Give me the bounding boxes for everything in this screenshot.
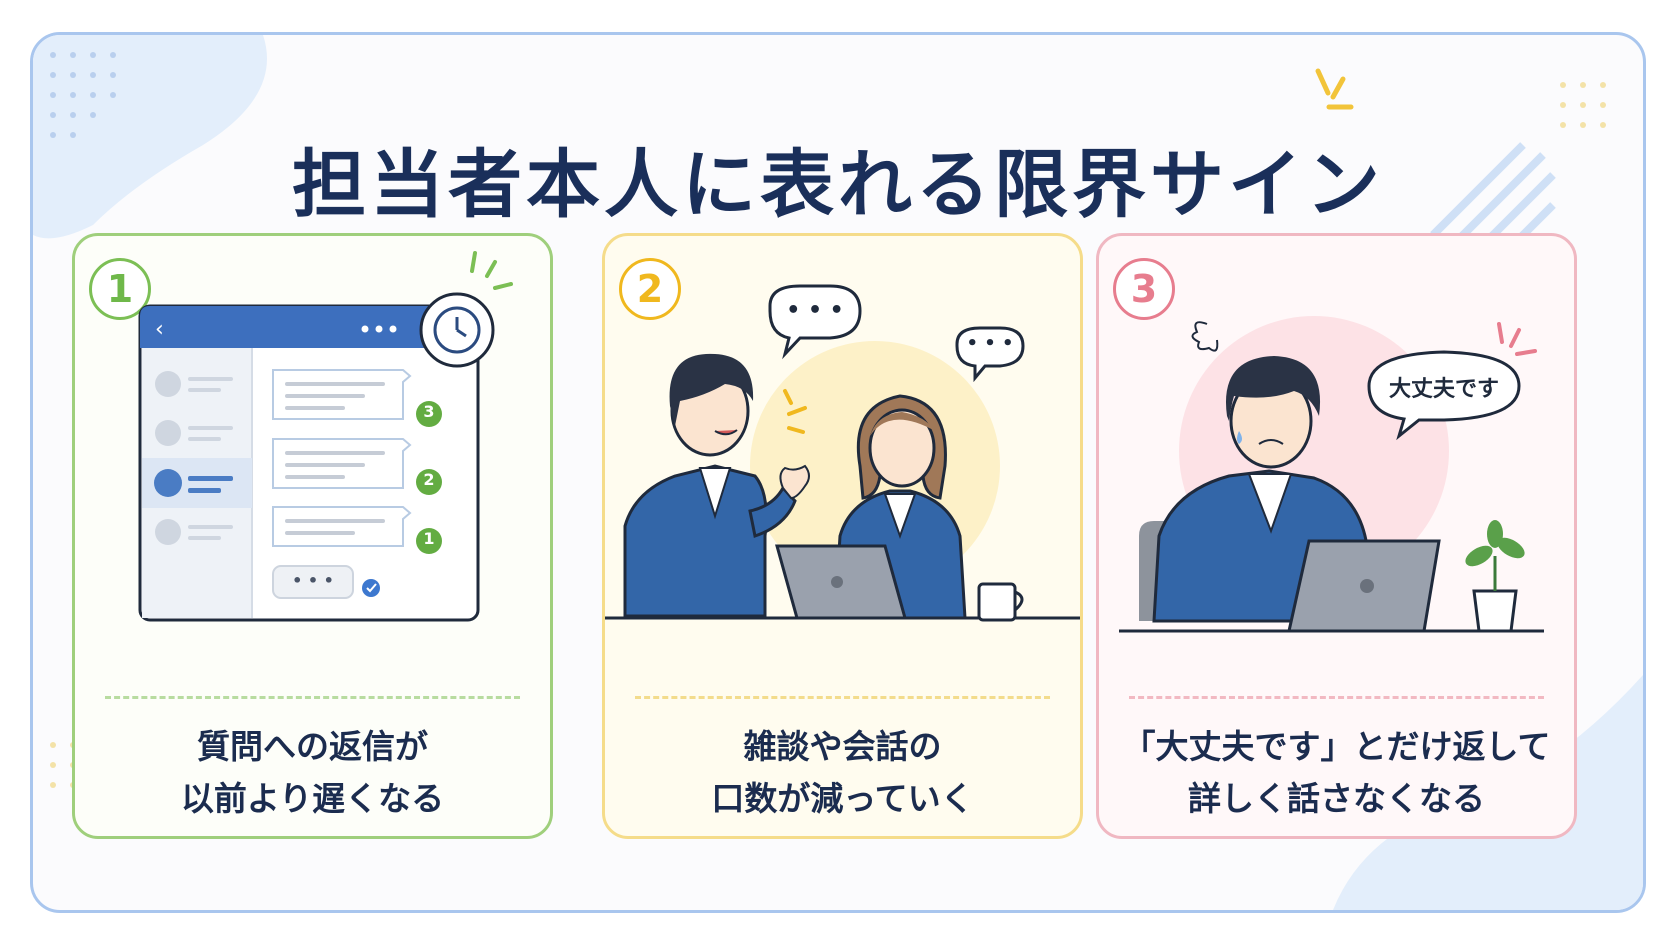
caption-line-2: 以前より遅くなる: [180, 779, 445, 818]
caption-line-1: 雑談や会話の: [743, 727, 942, 766]
card-less-chat: 2 • • • • • • 雑談や会話の 口数が減: [602, 233, 1083, 839]
badge-two: 2: [423, 470, 435, 489]
card-im-fine: 3 大丈夫です 「大丈夫です」とだけ返して 詳しく話さなくなる: [1096, 233, 1577, 839]
card-number-badge: 3: [1113, 258, 1175, 320]
chat-app-window-icon: ‹: [138, 251, 513, 622]
typing-indicator: • • •: [292, 571, 334, 590]
card-divider: [635, 696, 1050, 699]
coworkers-conversation-illustration: [605, 284, 1080, 622]
svg-text:‹: ‹: [155, 317, 164, 342]
speech-bubble-text: 大丈夫です: [1388, 377, 1499, 402]
badge-one: 1: [423, 529, 435, 548]
card-reply-delay: 1 ‹: [72, 233, 553, 839]
speech-bubble-dots-2: • • •: [966, 333, 1014, 354]
card-caption: 「大丈夫です」とだけ返して 詳しく話さなくなる: [1109, 721, 1564, 825]
card-divider: [1129, 696, 1544, 699]
caption-line-2: 口数が減っていく: [711, 779, 974, 818]
page-title: 担当者本人に表れる限界サイン: [292, 142, 1384, 228]
card-caption: 質問への返信が 以前より遅くなる: [85, 721, 540, 825]
badge-three: 3: [423, 402, 435, 421]
caption-line-1: 「大丈夫です」とだけ返して: [1122, 727, 1551, 766]
card-number-badge: 2: [619, 258, 681, 320]
speech-bubble-dots: • • •: [786, 298, 844, 323]
card-caption: 雑談や会話の 口数が減っていく: [615, 721, 1070, 825]
caption-line-2: 詳しく話さなくなる: [1188, 779, 1485, 818]
caption-line-1: 質問への返信が: [197, 727, 428, 766]
stressed-worker-illustration: [1119, 316, 1544, 633]
card-divider: [105, 696, 520, 699]
